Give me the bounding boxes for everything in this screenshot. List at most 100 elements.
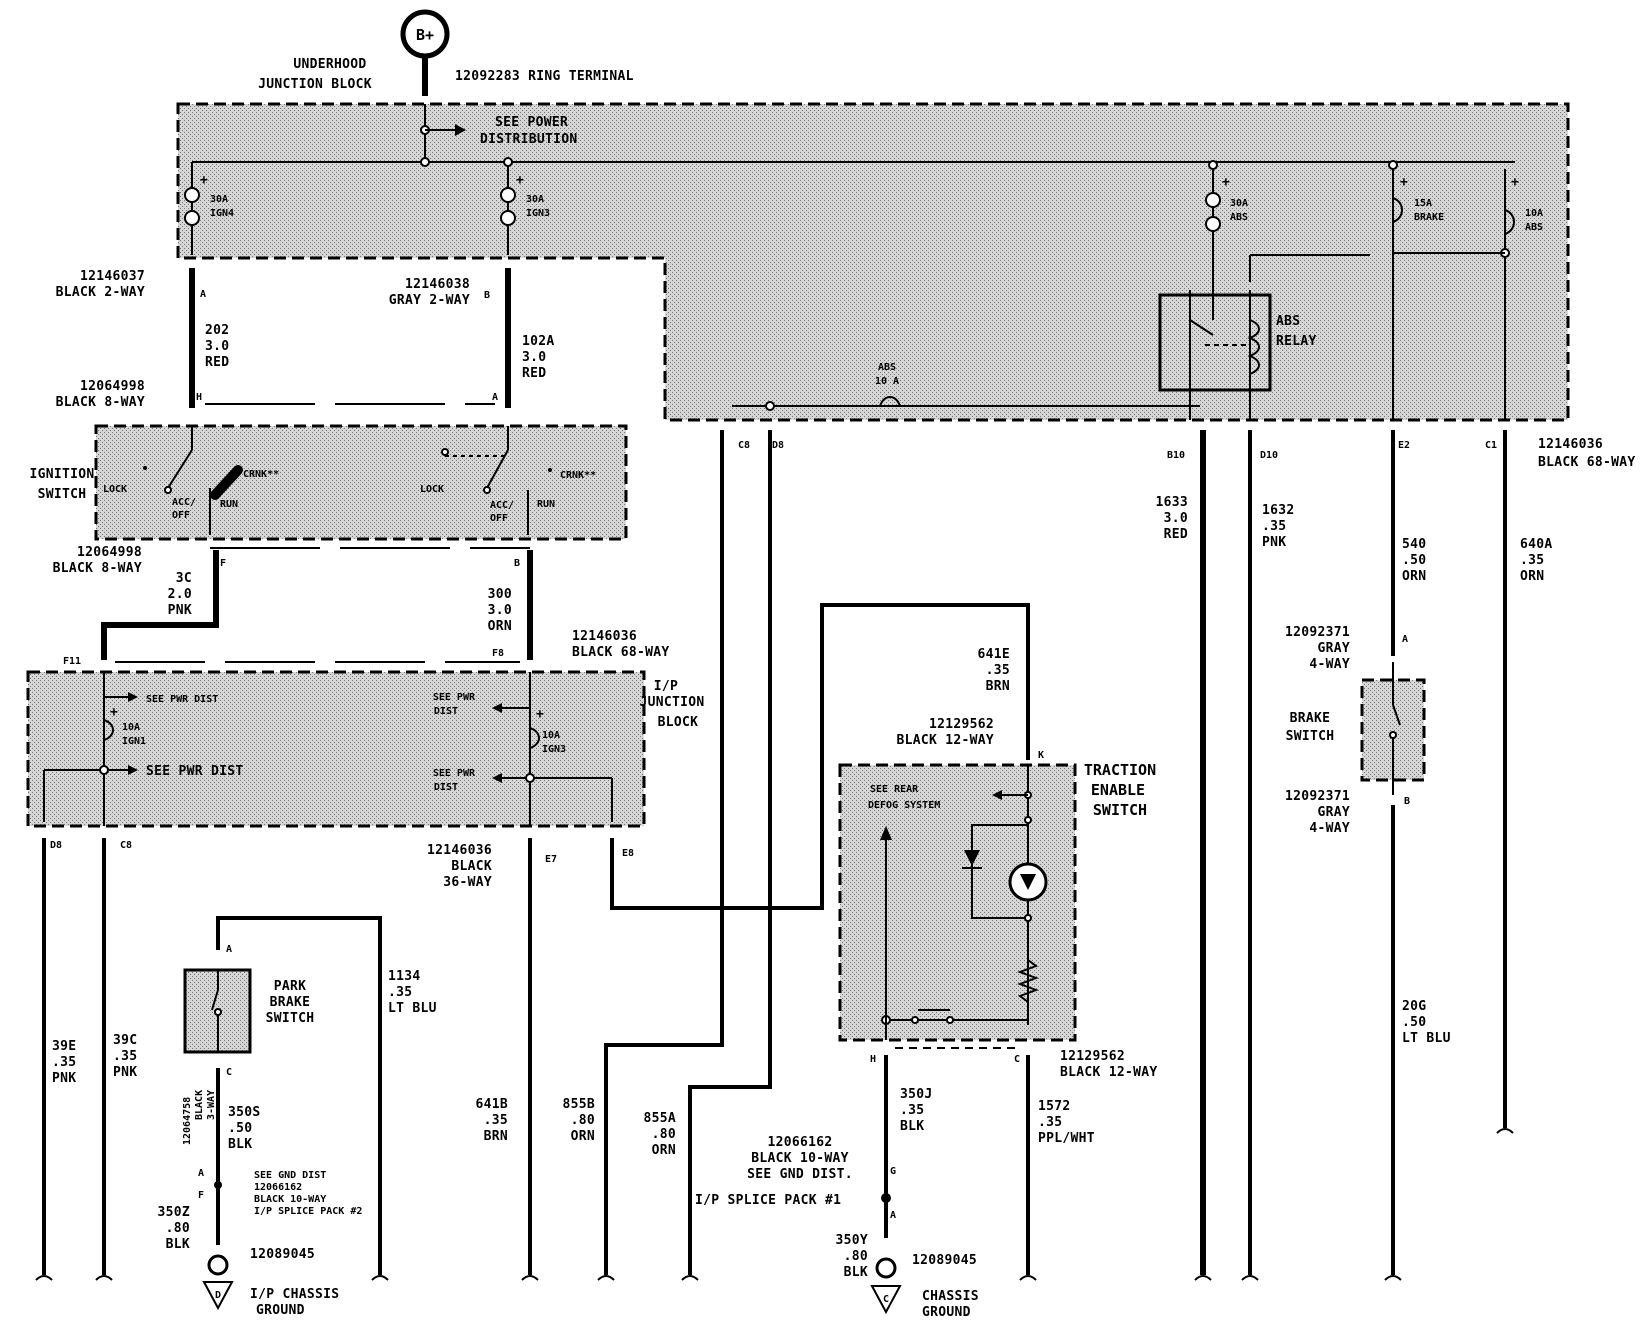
svg-text:+: + xyxy=(516,173,524,188)
abs-fuse-inline-1: ABS xyxy=(878,362,896,373)
w640a-1: 640A xyxy=(1520,537,1553,552)
w39c-3: PNK xyxy=(113,1065,137,1080)
conn-12146037-2: BLACK 2-WAY xyxy=(56,285,145,300)
pin-f-sp2: F xyxy=(198,1190,204,1201)
w1572-2: .35 xyxy=(1038,1115,1062,1130)
conn-uh-2: BLACK 68-WAY xyxy=(1538,455,1636,470)
svg-text:15A: 15A xyxy=(1414,198,1432,209)
see-pwr-d-1: SEE PWR xyxy=(433,768,476,779)
rear-defog-2: DEFOG SYSTEM xyxy=(868,800,940,811)
w855b-1: 855B xyxy=(562,1097,595,1112)
w350s-3: BLK xyxy=(228,1137,252,1152)
conn-12064998-bot-1: 12064998 xyxy=(77,545,142,560)
conn-12092371-b2: GRAY xyxy=(1317,805,1350,820)
w350j-1: 350J xyxy=(900,1087,933,1102)
ip-jb-label-2: JUNCTION xyxy=(639,695,704,710)
pin-a-bs: A xyxy=(1402,634,1408,645)
ip-jb-label-3: BLOCK xyxy=(658,715,699,730)
w300-3: ORN xyxy=(488,619,512,634)
svg-text:ABS: ABS xyxy=(1230,212,1248,223)
fuse-10a-abs: + 10A ABS xyxy=(1500,169,1543,420)
chassis-1: CHASSIS xyxy=(922,1289,979,1304)
w855a-2: .80 xyxy=(652,1127,676,1142)
battery-label: B+ xyxy=(416,26,434,44)
w102a-2: 3.0 xyxy=(522,350,546,365)
ip-splice-pack-1: I/P SPLICE PACK #1 xyxy=(695,1193,841,1208)
w202-1: 202 xyxy=(205,323,229,338)
w1134-2: .35 xyxy=(388,985,412,1000)
w20g-3: LT BLU xyxy=(1402,1031,1451,1046)
pin-c8-ip: C8 xyxy=(120,840,132,851)
conn-12146037-1: 12146037 xyxy=(80,269,145,284)
w641e-1: 641E xyxy=(977,647,1010,662)
conn-12092371-b3: 4-WAY xyxy=(1309,821,1350,836)
pin-a-sp2: A xyxy=(198,1168,204,1179)
w540-3: ORN xyxy=(1402,569,1426,584)
ign-off-1: OFF xyxy=(172,510,190,521)
w350y-2: .80 xyxy=(844,1249,868,1264)
w641b-1: 641B xyxy=(475,1097,508,1112)
svg-text:+: + xyxy=(1400,175,1408,190)
pin-h-ts: H xyxy=(870,1054,876,1065)
pin-d8-uh: D8 xyxy=(772,440,784,451)
chassis-2: GROUND xyxy=(922,1305,971,1320)
fuse-ign1-1: 10A xyxy=(122,722,140,733)
see-pwr-c-1: SEE PWR xyxy=(433,692,476,703)
conn-12129562-b2: BLACK 12-WAY xyxy=(1060,1065,1158,1080)
pin-b-2: B xyxy=(514,558,520,569)
abs-relay: ABS RELAY xyxy=(1158,290,1316,392)
fuse-ign1-2: IGN1 xyxy=(122,736,146,747)
conn-36-3: 36-WAY xyxy=(443,875,492,890)
pin-b-1: B xyxy=(484,290,490,301)
underhood-label-1: UNDERHOOD xyxy=(293,57,366,72)
traction-label-3: SWITCH xyxy=(1093,801,1147,819)
w202-3: RED xyxy=(205,355,229,370)
ign-crnk-2: CRNK** xyxy=(560,470,596,481)
ip-chassis-ground-symbol: D xyxy=(202,1254,234,1311)
ign-acc-1: ACC/ xyxy=(172,497,196,508)
pbs-label-2: BRAKE xyxy=(270,995,311,1010)
w350y-3: BLK xyxy=(844,1265,868,1280)
pin-a-2: A xyxy=(492,392,498,403)
w1633-2: 3.0 xyxy=(1164,511,1188,526)
abs-relay-label-1: ABS xyxy=(1276,314,1300,329)
svg-text:10A: 10A xyxy=(1525,208,1543,219)
abs-fuse-inline-2: 10 A xyxy=(875,376,899,387)
w350z-2: .80 xyxy=(166,1221,190,1236)
conn-12064758-1: 12064758 xyxy=(182,1097,193,1145)
gnd-ip2-4: I/P SPLICE PACK #2 xyxy=(254,1206,362,1217)
pin-h-1: H xyxy=(196,392,202,403)
w39c-2: .35 xyxy=(113,1049,137,1064)
pin-b10: B10 xyxy=(1167,450,1185,461)
ignition-switch-box xyxy=(94,424,628,541)
w350z-3: BLK xyxy=(166,1237,190,1252)
w641e-2: .35 xyxy=(986,663,1010,678)
see-pwr-dist-b: SEE PWR DIST xyxy=(146,764,244,779)
see-pwr-c-2: DIST xyxy=(434,706,458,717)
svg-text:30A: 30A xyxy=(210,194,228,205)
conn-12146038-1: 12146038 xyxy=(405,277,470,292)
gnd-ip1-3: SEE GND DIST. xyxy=(747,1167,853,1182)
rear-defog-1: SEE REAR xyxy=(870,784,919,795)
ign-lock-1: LOCK xyxy=(103,484,127,495)
w1633-3: RED xyxy=(1164,527,1188,542)
w39e-1: 39E xyxy=(52,1039,76,1054)
w640a-2: .35 xyxy=(1520,553,1544,568)
w102a-3: RED xyxy=(522,366,546,381)
w20g-2: .50 xyxy=(1402,1015,1426,1030)
wire-1134 xyxy=(216,916,382,1275)
w1632-3: PNK xyxy=(1262,535,1286,550)
pin-b-bs: B xyxy=(1404,796,1410,807)
pin-a-sp1: A xyxy=(890,1210,896,1221)
conn-12064998-top-2: BLACK 8-WAY xyxy=(56,395,145,410)
ground-c-label: C xyxy=(883,1294,889,1305)
ignition-label-2: SWITCH xyxy=(38,487,87,502)
w1632-1: 1632 xyxy=(1262,503,1295,518)
svg-text:+: + xyxy=(1511,175,1519,190)
w855b-2: .80 xyxy=(571,1113,595,1128)
pin-c8-uh: C8 xyxy=(738,440,750,451)
w3c-3: PNK xyxy=(168,603,192,618)
w855a-3: ORN xyxy=(652,1143,676,1158)
w350z-1: 350Z xyxy=(157,1205,190,1220)
battery-terminal: B+ xyxy=(400,9,450,96)
